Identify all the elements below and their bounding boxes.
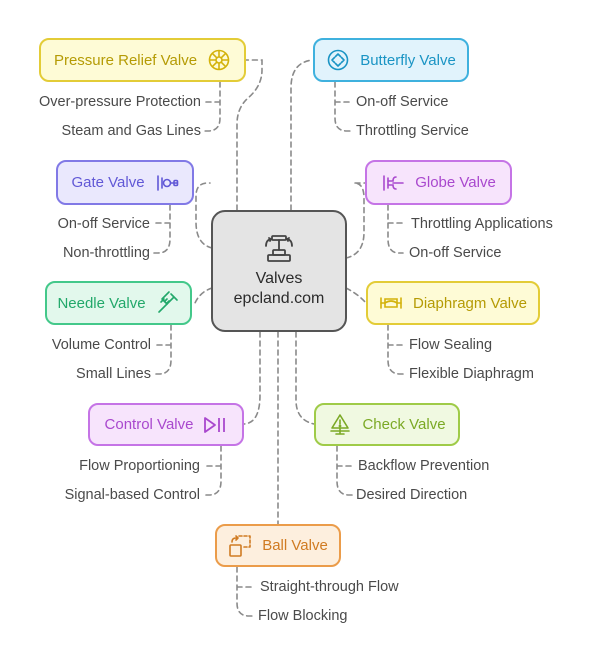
connector-check [295,331,315,425]
node-globe-valve: Globe Valve [365,160,512,205]
valve-icon [262,234,296,269]
gate-valve-icon [155,171,179,195]
connector-butterfly [290,59,314,211]
sub-item: Throttling Service [356,123,469,139]
node-label: Check Valve [362,416,446,433]
node-gate-valve: Gate Valve [56,160,194,205]
connector-pressure-relief [236,59,263,229]
sub-item: Over-pressure Protection [39,94,201,110]
node-label: Control Valve [104,416,194,433]
diaphragm-icon [379,291,403,315]
sub-item: Signal-based Control [64,487,200,503]
node-ball-valve: Ball Valve [215,524,341,567]
play-pause-icon [203,413,227,437]
center-title: Valves [255,269,303,287]
check-valve-icon [328,413,352,437]
safety-valve-icon [207,48,231,72]
branch-pressure-relief [202,81,221,132]
sub-item: Flexible Diaphragm [409,366,534,382]
node-label: Pressure Relief Valve [53,51,198,69]
sub-item: On-off Service [356,94,449,110]
butterfly-disc-icon [326,48,350,72]
connector-globe [345,182,366,259]
sub-item: Flow Sealing [409,337,493,353]
node-needle-valve: Needle Valve [45,281,192,325]
branch-diaphragm [387,324,404,375]
sub-item: Backflow Prevention [358,458,490,474]
node-label: Globe Valve [415,174,496,191]
connector-gate [195,182,213,249]
node-label: Butterfly Valve [360,51,456,69]
sub-item: On-off Service [409,245,502,261]
sub-item: Desired Direction [356,487,468,503]
node-label: Ball Valve [262,537,328,554]
sub-item: Volume Control [51,337,151,353]
sub-item: Straight-through Flow [260,579,399,595]
sub-item: Small Lines [76,366,151,382]
sub-item: On-off Service [57,216,150,232]
node-diaphragm-valve: Diaphragm Valve [366,281,540,325]
node-check-valve: Check Valve [314,403,460,446]
center-node: Valves epcland.com [211,210,347,332]
sub-item: Steam and Gas Lines [61,123,201,139]
branch-gate [152,204,171,254]
branch-control [203,445,222,496]
ball-valve-icon [228,534,252,558]
connector-needle [194,287,213,304]
connector-diaphragm [345,287,367,304]
node-label: Gate Valve [71,174,145,191]
node-label: Needle Valve [57,294,146,312]
branch-butterfly [334,81,351,132]
syringe-icon [156,291,180,315]
branch-globe [387,204,404,254]
branch-ball [236,566,253,617]
node-control-valve: Control Valve [88,403,244,446]
globe-valve-icon [381,171,405,195]
sub-item: Flow Blocking [258,608,348,624]
center-subtitle: epcland.com [233,289,325,307]
branch-check [336,445,354,496]
node-butterfly-valve: Butterfly Valve [313,38,469,82]
connector-control [243,331,261,425]
node-pressure-relief-valve: Pressure Relief Valve [39,38,246,82]
sub-item: Throttling Applications [411,216,553,232]
branch-needle [153,324,172,375]
sub-item: Flow Proportioning [79,458,200,474]
node-label: Diaphragm Valve [413,294,527,312]
sub-item: Non-throttling [62,245,150,261]
